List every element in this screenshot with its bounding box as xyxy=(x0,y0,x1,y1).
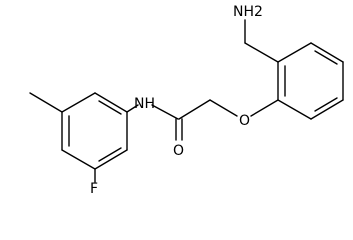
bond xyxy=(277,99,312,120)
ether-oxygen-label: O xyxy=(239,113,250,129)
bond xyxy=(310,42,344,63)
bond xyxy=(94,92,128,113)
bond xyxy=(151,104,179,120)
bond xyxy=(98,100,122,115)
bond xyxy=(94,149,128,170)
bond xyxy=(178,99,211,120)
bond xyxy=(29,92,63,113)
molecule-diagram: NH2 NH O O F xyxy=(29,4,344,196)
fluorine-label: F xyxy=(90,181,98,196)
bond xyxy=(126,104,139,113)
bond xyxy=(61,149,96,170)
bond-lines xyxy=(29,19,344,183)
bond xyxy=(61,92,96,113)
bond xyxy=(314,50,338,65)
carbonyl-oxygen-label: O xyxy=(173,143,184,159)
bond xyxy=(277,42,312,63)
amide-nitrogen-label: NH xyxy=(134,96,155,112)
bond xyxy=(310,99,344,120)
bond xyxy=(98,147,122,162)
atom-labels: NH2 NH O O F xyxy=(90,4,263,196)
bond xyxy=(250,99,279,117)
bond xyxy=(314,97,338,112)
amine-label: NH2 xyxy=(233,4,263,20)
bond xyxy=(244,42,279,63)
bond xyxy=(209,99,238,117)
